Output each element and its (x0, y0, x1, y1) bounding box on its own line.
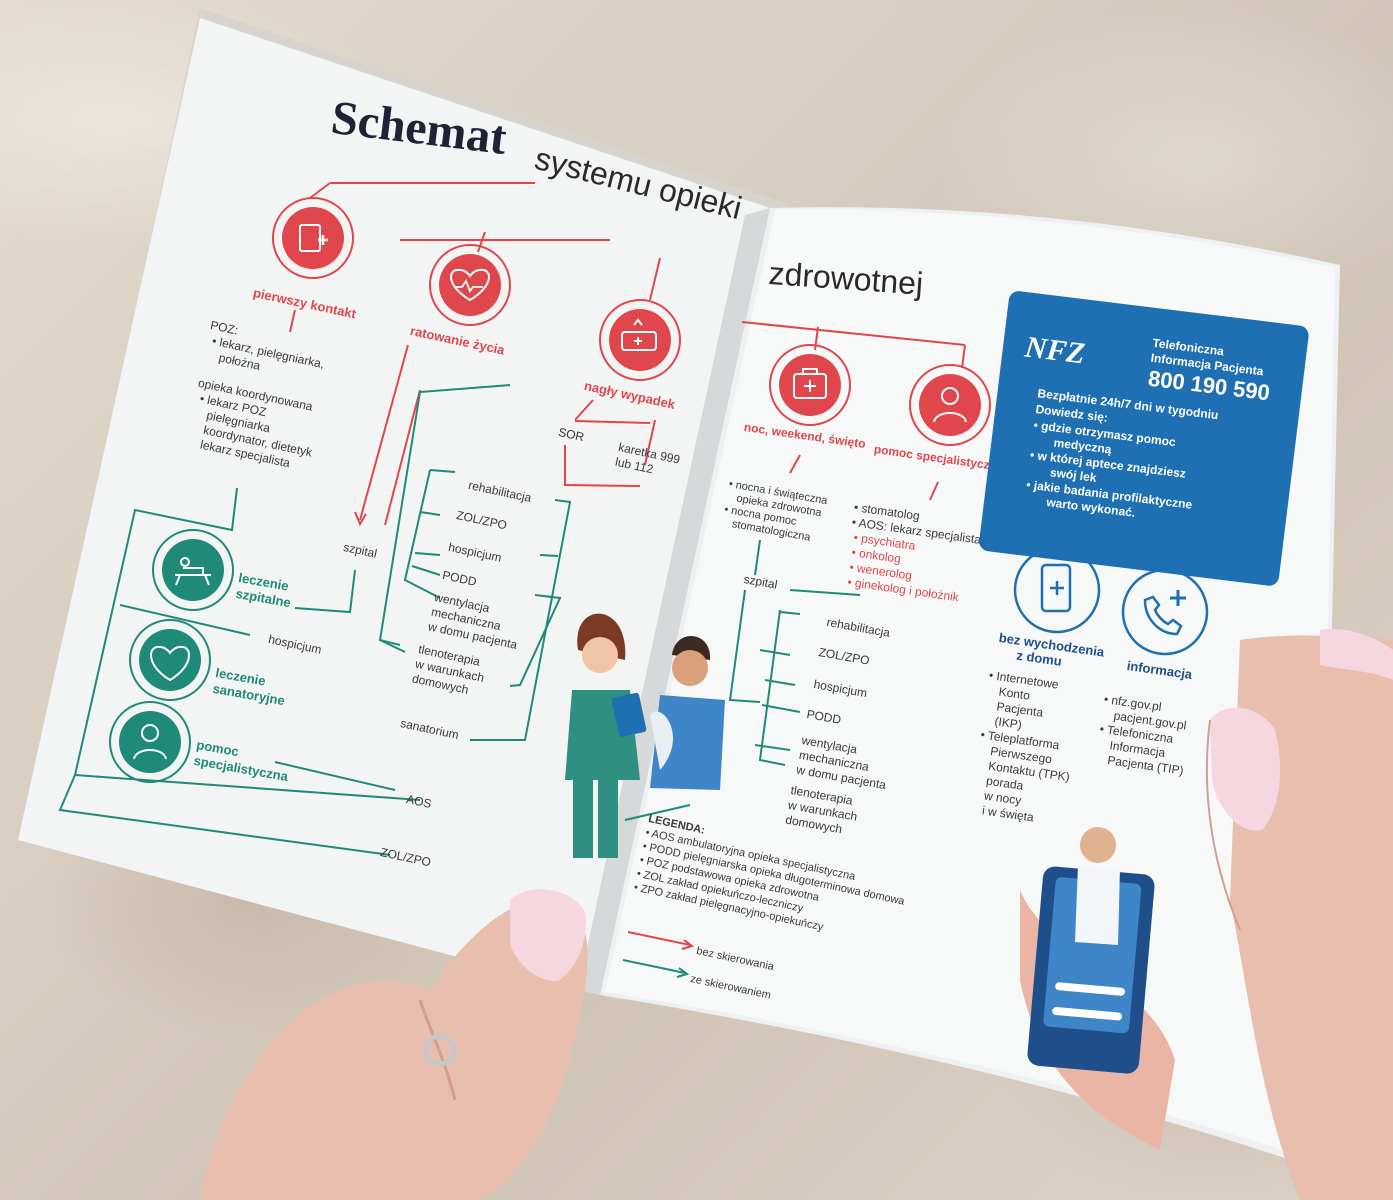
legend-arrows (622, 931, 695, 978)
right-hand (1205, 629, 1393, 1200)
phone-doctor-illustration (1020, 827, 1175, 1150)
ring-icon (423, 1033, 457, 1067)
red-flow-lines (354, 344, 656, 527)
gutter (578, 208, 770, 995)
icon-ratowanie-zycia (429, 244, 511, 326)
icon-leczenie-sanatoryjne (129, 619, 211, 701)
left-hand (200, 889, 588, 1200)
icon-pierwszy-kontakt (272, 197, 354, 279)
icon-pomoc-specjalistyczna-red (909, 364, 991, 446)
icon-leczenie-szpitalne (152, 529, 234, 611)
icon-noc-weekend (769, 344, 851, 426)
icon-nagly-wypadek (599, 299, 681, 381)
green-flow-lines (58, 384, 861, 856)
icon-pomoc-specjalistyczna-green (109, 701, 191, 783)
man-illustration (650, 636, 725, 790)
nurse-illustration (565, 613, 647, 858)
